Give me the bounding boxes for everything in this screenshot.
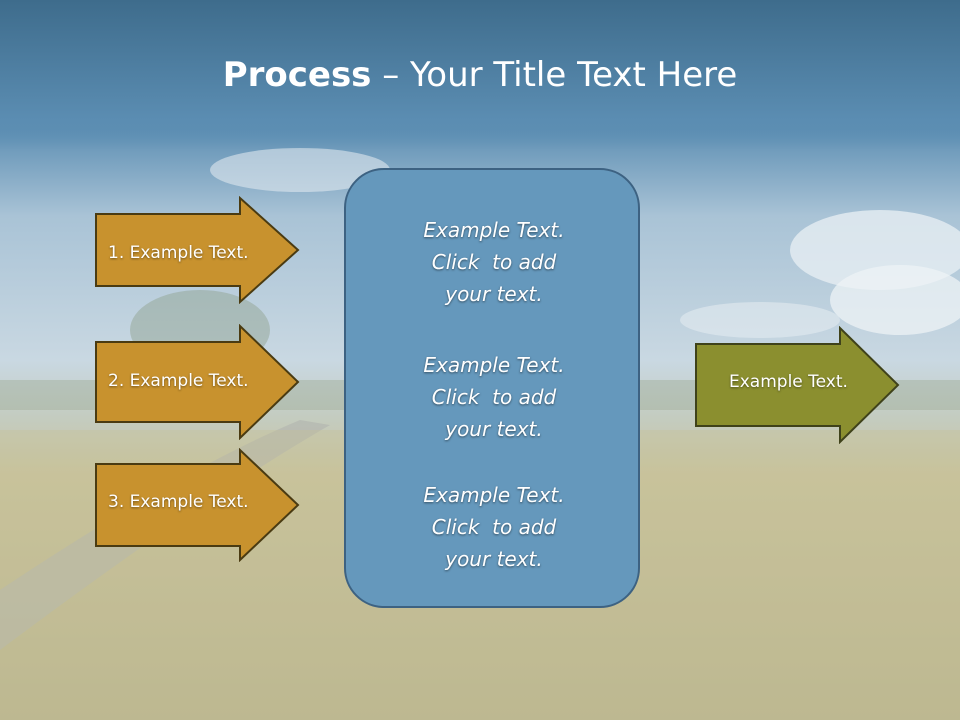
block-3-line-1: Example Text. <box>423 483 565 507</box>
input-arrow-1-label: 1. Example Text. <box>108 243 249 263</box>
output-arrow[interactable] <box>694 326 900 444</box>
process-text-block-1[interactable]: Example Text. Click to add your text. <box>346 214 642 310</box>
process-text-block-3[interactable]: Example Text. Click to add your text. <box>346 479 642 575</box>
block-3-line-2: Click to add <box>431 515 557 539</box>
input-arrow-1[interactable] <box>94 196 300 304</box>
block-1-line-2: Click to add <box>431 250 557 274</box>
block-2-line-1: Example Text. <box>423 353 565 377</box>
block-2-line-2: Click to add <box>431 385 557 409</box>
output-arrow-label: Example Text. <box>729 372 848 392</box>
process-box[interactable]: Example Text. Click to add your text. Ex… <box>344 168 640 608</box>
block-1-line-1: Example Text. <box>423 218 565 242</box>
block-1-line-3: your text. <box>445 282 543 306</box>
input-arrow-3[interactable] <box>94 448 300 562</box>
input-arrow-2[interactable] <box>94 324 300 440</box>
title-bold: Process <box>222 55 372 95</box>
process-text-block-2[interactable]: Example Text. Click to add your text. <box>346 349 642 445</box>
input-arrow-2-label: 2. Example Text. <box>108 371 249 391</box>
title-rest: – Your Title Text Here <box>371 55 738 95</box>
slide-title[interactable]: Process – Your Title Text Here <box>0 52 960 98</box>
block-2-line-3: your text. <box>445 417 543 441</box>
block-3-line-3: your text. <box>445 547 543 571</box>
input-arrow-3-label: 3. Example Text. <box>108 492 249 512</box>
